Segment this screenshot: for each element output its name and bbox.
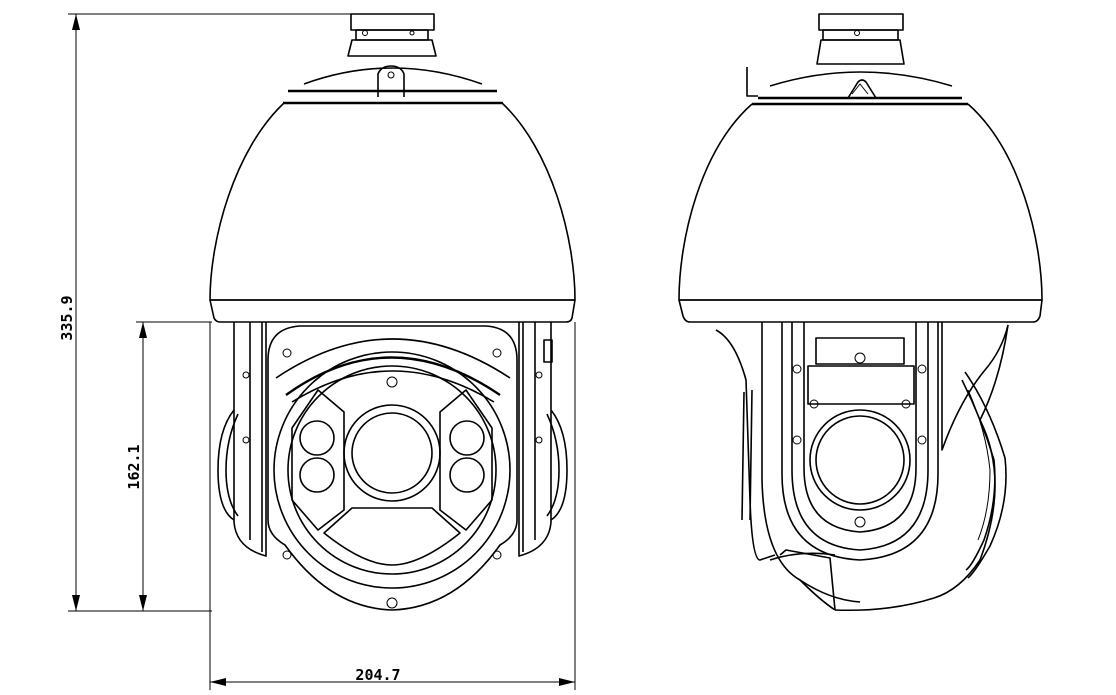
dimension-lower-height: 162.1	[125, 321, 212, 611]
width-label: 204.7	[355, 666, 400, 684]
front-view	[209, 13, 576, 611]
lower-height-label: 162.1	[125, 444, 143, 489]
side-view	[678, 13, 1043, 612]
total-height-label: 335.9	[58, 295, 76, 340]
dimension-width: 204.7	[209, 322, 576, 690]
dimension-total-height: 335.9	[58, 13, 355, 612]
